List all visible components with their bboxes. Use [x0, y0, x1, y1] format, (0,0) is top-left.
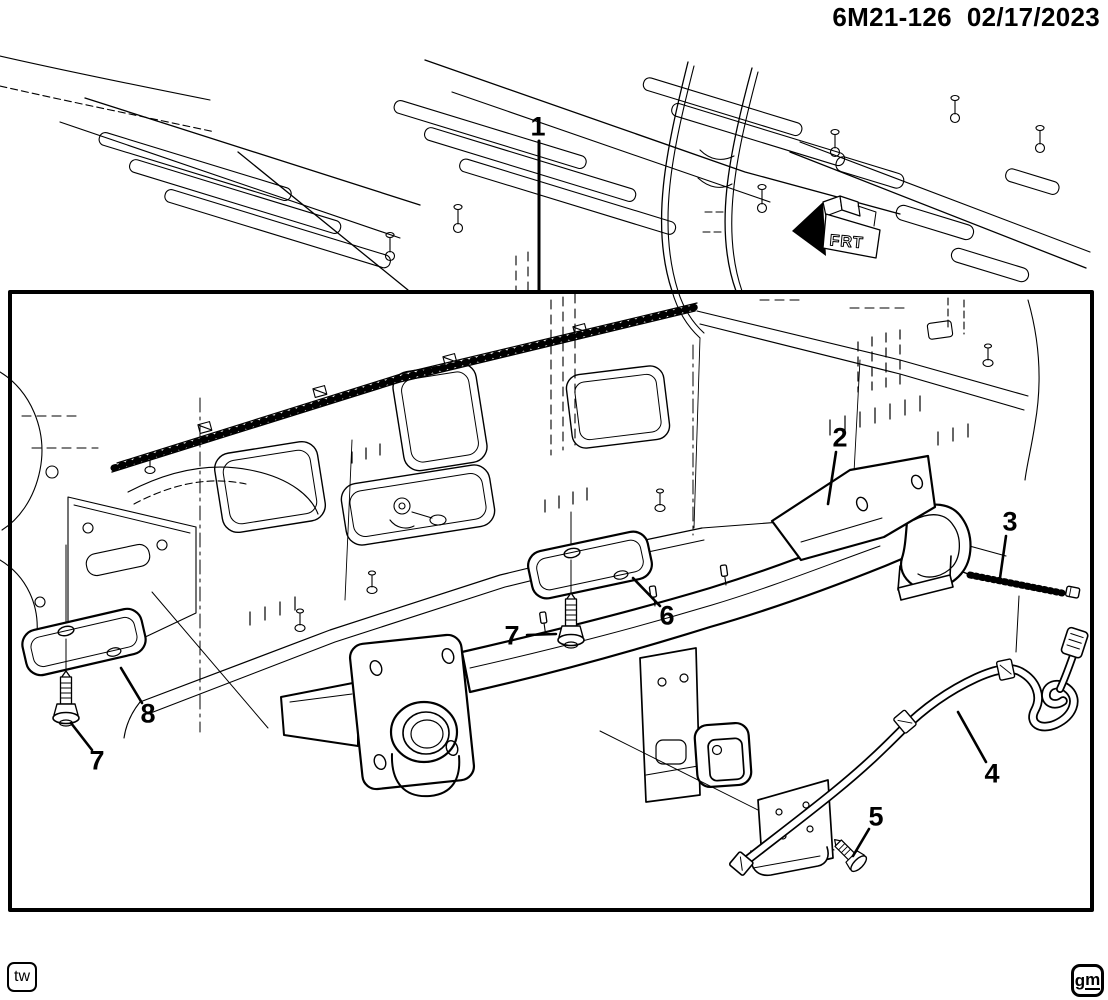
callout-leader-lines — [69, 139, 1008, 858]
hatch-tick-clusters — [249, 329, 969, 626]
shim-plate-8 — [21, 544, 147, 677]
harness-clips — [893, 658, 1016, 734]
bolt-7-left — [52, 670, 80, 727]
frt-label: FRT — [829, 232, 864, 252]
callout-8: 8 — [140, 698, 156, 729]
callout-4: 4 — [984, 758, 1000, 789]
gm-logo-m: m — [1085, 970, 1101, 990]
front-arrowhead-icon — [792, 202, 826, 256]
hitch-left-mount — [280, 633, 476, 798]
screw-5 — [834, 839, 868, 873]
hitch-right-mount — [770, 454, 972, 601]
liftgate-aperture-art — [515, 61, 759, 292]
panel-stud-glyphs — [294, 343, 994, 633]
rear-body-panel-art — [0, 290, 1040, 739]
frt-direction-arrow: FRT — [792, 195, 881, 259]
stud-bolt-glyphs — [384, 94, 1046, 262]
left-frame-rail-art — [0, 371, 319, 729]
view-frame-border — [8, 290, 1094, 912]
callout-1: 1 — [530, 111, 546, 142]
callout-5: 5 — [868, 801, 884, 832]
underbody-floor-pan-art — [0, 55, 1091, 291]
panel-openings — [213, 362, 671, 546]
gm-logo-g: g — [1074, 971, 1086, 990]
latch-mechanism-sketch — [389, 497, 447, 529]
callout-3: 3 — [1002, 506, 1018, 537]
callout-2: 2 — [832, 422, 848, 453]
drawing-date: 02/17/2023 — [966, 2, 1100, 32]
author-mark: tw — [14, 968, 30, 985]
wiring-harness — [728, 626, 1089, 876]
drawing-number: 6M21-126 — [832, 2, 952, 32]
hitch-receiver — [599, 647, 835, 851]
drawing-header: 6M21-126 02/17/2023 — [832, 2, 1100, 33]
callout-7-left: 7 — [89, 745, 105, 776]
author-mark-box: tw — [7, 962, 37, 992]
shim-plate-6 — [527, 511, 653, 600]
harness-connector — [728, 626, 1089, 876]
wiring-clip-glyphs — [197, 323, 588, 434]
callout-6: 6 — [659, 600, 675, 631]
tie-rod — [962, 571, 1081, 653]
bolt-7-center — [557, 592, 585, 649]
callout-7-center: 7 — [504, 620, 520, 651]
